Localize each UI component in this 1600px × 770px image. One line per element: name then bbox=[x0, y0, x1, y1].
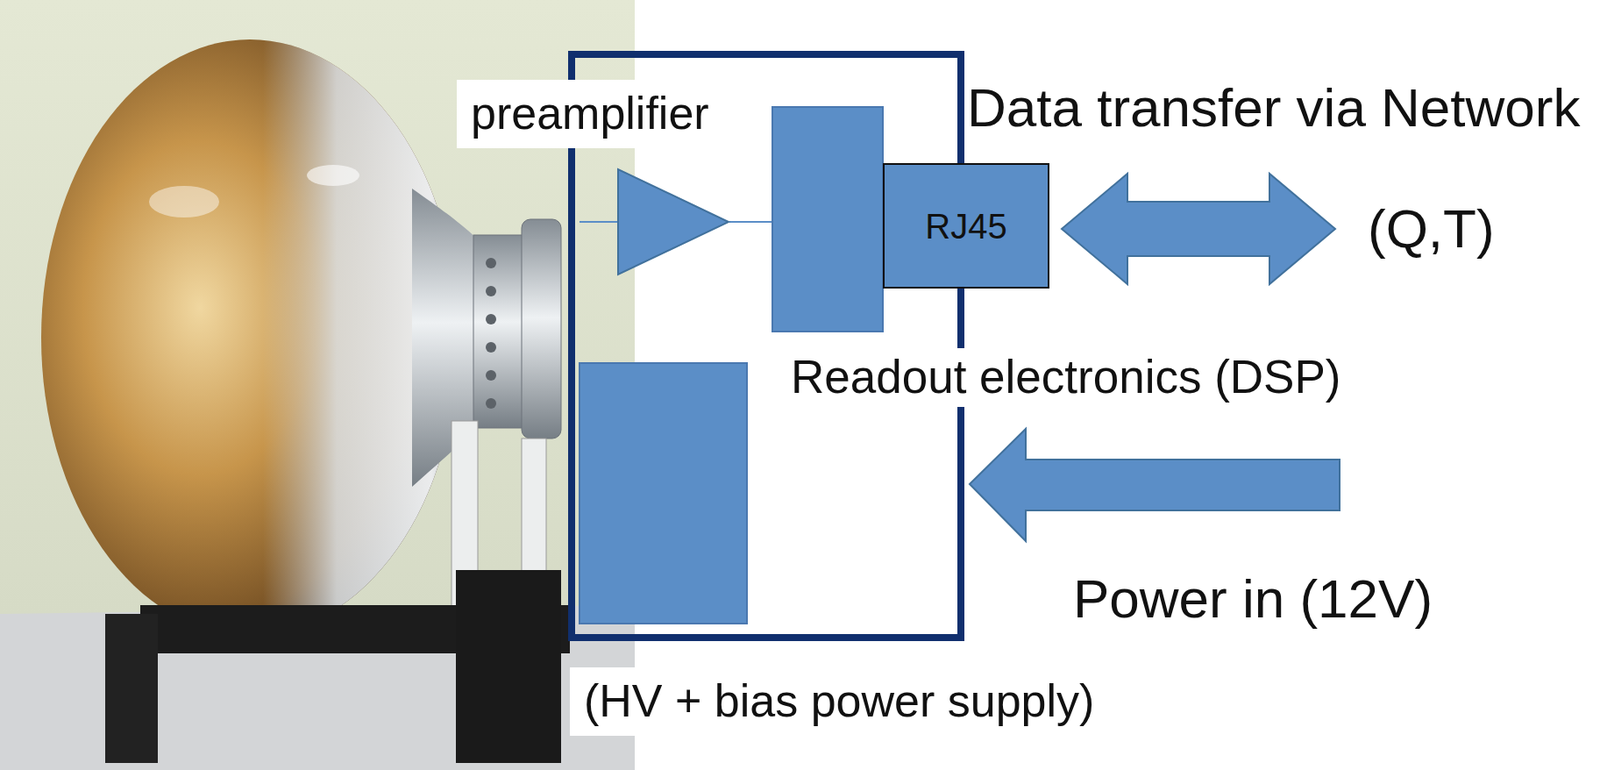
pmt-reflection bbox=[306, 164, 360, 186]
power-supply-box: (HV + bias power supply) bbox=[578, 362, 748, 625]
output-wire bbox=[729, 220, 773, 223]
rj45-connector-box: RJ45 bbox=[882, 163, 1050, 289]
amplifier-triangle bbox=[617, 168, 730, 276]
network-double-arrow bbox=[1061, 173, 1336, 285]
housing-outline: preamplifierRJ45(HV + bias power supply)… bbox=[568, 50, 965, 641]
pmt-pin bbox=[485, 313, 497, 325]
input-wire bbox=[579, 220, 618, 223]
network-label: Data transfer via Network bbox=[967, 76, 1580, 139]
pmt-pin bbox=[485, 398, 497, 409]
pmt-reflection bbox=[149, 185, 220, 218]
power-supply-label: (HV + bias power supply) bbox=[569, 667, 1109, 736]
dsp-block bbox=[772, 106, 883, 332]
pmt-pin bbox=[485, 341, 497, 353]
pmt-pin bbox=[485, 257, 497, 269]
stand-upright bbox=[455, 569, 562, 763]
power-input-label: Power in (12V) bbox=[1073, 567, 1433, 630]
pmt-base bbox=[473, 234, 527, 428]
stand-foot bbox=[105, 613, 158, 763]
pmt-pin bbox=[485, 285, 497, 297]
amplifier-triangle bbox=[618, 169, 729, 275]
preamplifier-label: preamplifier bbox=[456, 79, 724, 149]
pmt-pin bbox=[485, 369, 497, 381]
power-arrow bbox=[969, 428, 1340, 541]
pmt-flange bbox=[521, 219, 562, 439]
housing-label: Readout electronics (DSP) bbox=[782, 348, 1350, 407]
signal-label: (Q,T) bbox=[1367, 197, 1495, 260]
preamplifier-symbol: preamplifier bbox=[617, 168, 730, 276]
rj45-label: RJ45 bbox=[924, 206, 1007, 247]
